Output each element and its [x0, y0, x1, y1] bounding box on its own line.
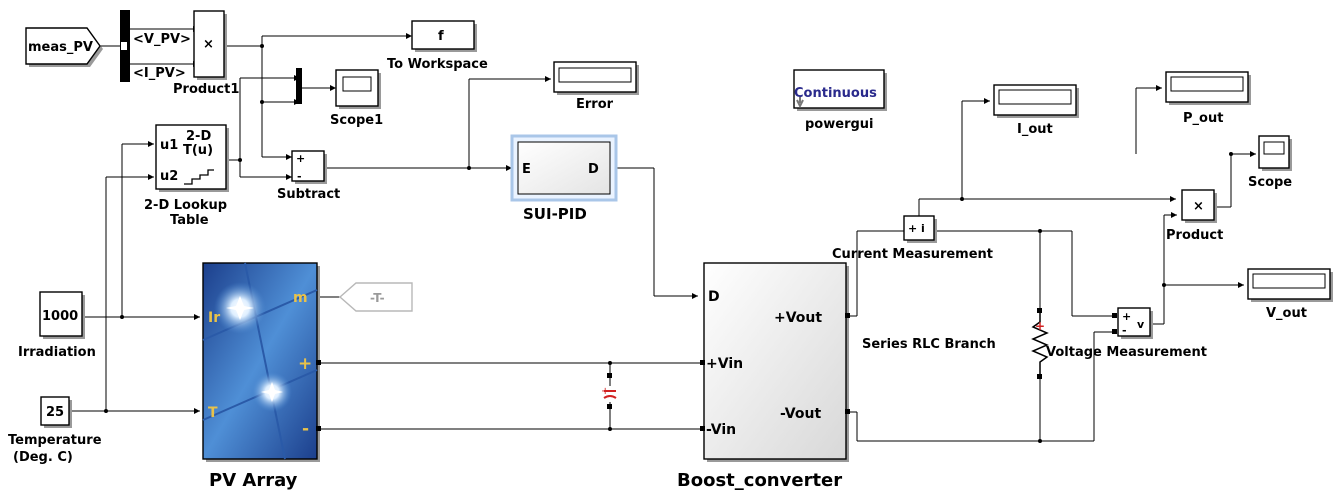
current-measurement-label: Current Measurement	[832, 247, 993, 262]
meas-pv-label: meas_PV	[28, 40, 93, 55]
error-display-block[interactable]	[553, 61, 639, 95]
powergui-arrow-icon	[796, 97, 804, 109]
lookup-label-1: 2-D Lookup	[144, 198, 227, 213]
temperature-value: 25	[46, 405, 64, 420]
to-workspace-var: f	[438, 29, 444, 44]
current-meas-symbol: + i	[908, 222, 925, 235]
lookup-tu-text: T(u)	[183, 143, 213, 158]
svg-text:+: +	[1035, 319, 1045, 333]
voltage-measurement-block[interactable]: + - v	[1117, 307, 1153, 339]
boost-converter-block[interactable]: D +Vin -Vin +Vout -Vout	[703, 262, 849, 462]
v-out-display-block[interactable]	[1247, 268, 1333, 302]
voltage-measurement-label: Voltage Measurement	[1046, 345, 1207, 360]
temperature-label-2: (Deg. C)	[13, 450, 73, 465]
scope-label: Scope	[1248, 175, 1292, 190]
pv-array-label: PV Array	[209, 470, 298, 491]
signal-wires	[68, 28, 1256, 442]
powergui-block[interactable]: Continuous	[793, 69, 887, 111]
boost-vout-minus-port: -Vout	[780, 406, 821, 422]
lookup-staircase-icon	[184, 169, 214, 185]
irradiation-constant-block[interactable]: 1000	[39, 291, 85, 339]
volt-meas-minus: -	[1122, 324, 1127, 337]
powergui-mode: Continuous	[794, 86, 877, 101]
pv-array-block[interactable]: Ir T m + -	[202, 262, 320, 462]
subtract-plus: +	[296, 152, 305, 165]
resistor-icon	[1031, 313, 1049, 374]
subtract-block[interactable]: + -	[291, 150, 327, 184]
lookup-u1-port: u1	[160, 138, 178, 153]
scope1-label: Scope1	[330, 113, 383, 128]
boost-vout-plus-port: +Vout	[774, 310, 822, 326]
irradiation-label: Irradiation	[18, 345, 96, 360]
product-symbol: ×	[1193, 199, 1204, 214]
lookup-2d-text: 2-D	[186, 129, 211, 144]
demux-block[interactable]	[120, 10, 130, 82]
subtract-minus: -	[297, 170, 302, 183]
boost-converter-label: Boost_converter	[677, 470, 842, 491]
lookup-table-block[interactable]: u1 u2 2-D T(u)	[155, 124, 229, 192]
temperature-constant-block[interactable]: 25	[40, 396, 72, 428]
scope-block[interactable]	[1258, 135, 1292, 171]
temperature-label-1: Temperature	[8, 433, 102, 448]
svg-text:+: +	[601, 386, 609, 397]
junction-dots	[104, 44, 1233, 443]
bus-v-pv-label: <V_PV>	[133, 32, 191, 47]
series-rlc-label: Series RLC Branch	[862, 337, 996, 352]
bus-i-pv-label: <I_PV>	[133, 66, 186, 81]
meas-pv-from-block[interactable]: meas_PV	[25, 27, 103, 67]
input-capacitor[interactable]: +	[601, 373, 617, 409]
v-out-label: V_out	[1266, 306, 1307, 321]
irradiation-value: 1000	[42, 309, 78, 324]
i-out-display-block[interactable]	[993, 84, 1079, 118]
boost-vin-minus-port: -Vin	[706, 422, 736, 438]
goto-tag-label: -T-	[370, 291, 385, 305]
current-measurement-block[interactable]: + i	[903, 215, 937, 243]
pv-minus-port: -	[302, 419, 309, 439]
pv-plus-port: +	[298, 354, 312, 374]
volt-meas-plus: +	[1122, 310, 1131, 323]
lookup-u2-port: u2	[160, 169, 178, 184]
p-out-label: P_out	[1183, 111, 1223, 126]
to-workspace-block[interactable]: f	[411, 20, 477, 52]
product1-label: Product1	[173, 82, 239, 97]
goto-tag-block[interactable]: -T-	[338, 282, 413, 312]
pv-t-port: T	[208, 405, 218, 421]
volt-meas-symbol: v	[1137, 318, 1145, 331]
pv-ir-port: Ir	[208, 310, 220, 326]
to-workspace-label: To Workspace	[387, 57, 488, 72]
mux-block[interactable]	[296, 68, 302, 104]
product1-block[interactable]: ×	[193, 10, 227, 80]
pid-e-port: E	[522, 162, 531, 177]
powergui-label: powergui	[805, 117, 874, 132]
lookup-label-2: Table	[170, 213, 209, 228]
product-block[interactable]: ×	[1181, 189, 1217, 223]
series-rlc-branch[interactable]: +	[1031, 308, 1049, 379]
pid-d-port: D	[588, 162, 599, 177]
error-label: Error	[576, 97, 614, 112]
boost-d-port: D	[708, 289, 720, 305]
p-out-display-block[interactable]	[1165, 71, 1251, 105]
scope1-block[interactable]	[335, 69, 381, 109]
sui-pid-block[interactable]: E D	[510, 134, 618, 202]
product1-symbol: ×	[203, 37, 214, 52]
sui-pid-label: SUI-PID	[523, 205, 587, 223]
product-label: Product	[1166, 228, 1223, 243]
boost-vin-plus-port: +Vin	[706, 356, 743, 372]
subtract-label: Subtract	[277, 187, 340, 202]
i-out-label: I_out	[1017, 122, 1053, 137]
pv-m-port: m	[293, 290, 308, 306]
